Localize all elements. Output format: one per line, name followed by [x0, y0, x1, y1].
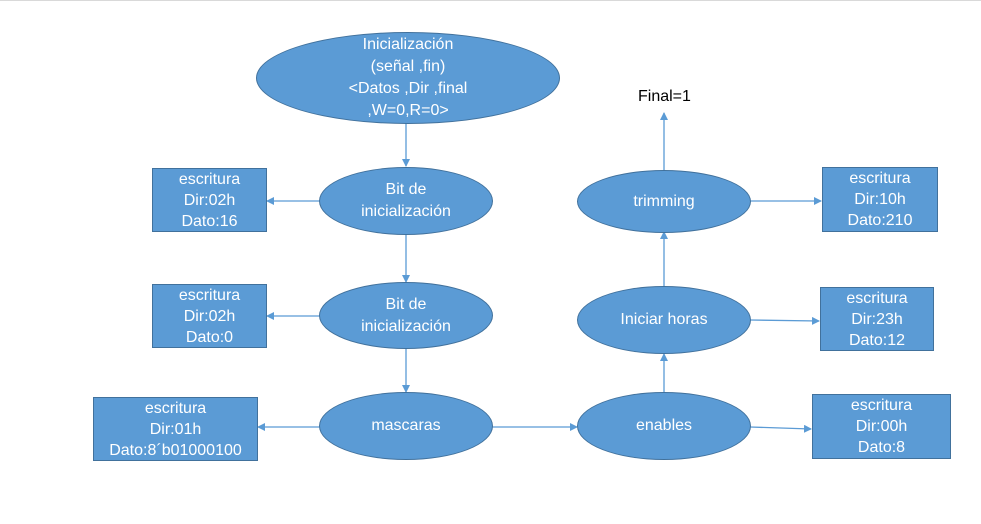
node-text-line: inicialización [361, 203, 451, 220]
node-enables: enables [577, 392, 751, 460]
node-text-line: ,W=0,R=0> [367, 102, 449, 119]
box-text-line: escritura [178, 286, 241, 304]
node-text-line: inicialización [361, 317, 451, 335]
box-text-line: Dato:0 [185, 328, 234, 346]
box-text-line: Dir:01h [149, 420, 202, 438]
write-box-3: escritura Dir:01h Dato:8´b01000100 [93, 397, 258, 461]
box-text-line: escritura [846, 289, 908, 307]
node-iniciar-horas: Iniciar horas [577, 286, 751, 354]
node-text-line: enables [635, 417, 693, 434]
arrow-iniciar-to-box5 [749, 316, 820, 325]
arrow-enables-to-box6 [749, 424, 812, 433]
box-text-line: Dir:23h [851, 310, 903, 328]
node-text-line: (señal ,fin) [370, 58, 446, 75]
node-text-line: Inicialización [362, 36, 454, 53]
node-bit-inicializacion-1: Bit de inicialización [319, 167, 493, 235]
box-text-line: Dato:8´b01000100 [109, 441, 242, 459]
box-text-line: Dato:16 [181, 212, 238, 230]
box-text-line: escritura [849, 170, 911, 187]
node-text-line: mascaras [371, 417, 441, 434]
box-text-line: Dir:02h [183, 191, 236, 209]
node-text-line: <Datos ,Dir ,final [348, 80, 468, 97]
top-border-line [0, 0, 981, 1]
node-mascaras: mascaras [319, 392, 493, 460]
write-box-2: escritura Dir:02h Dato:0 [152, 284, 267, 348]
box-text-line: escritura [178, 170, 241, 188]
box-text-line: escritura [144, 399, 207, 417]
box-text-line: Dato:8 [857, 439, 906, 456]
box-text-line: Dir:00h [855, 418, 908, 435]
node-text-line: Iniciar horas [620, 311, 708, 328]
write-box-5: escritura Dir:23h Dato:12 [820, 287, 934, 351]
box-text-line: Dato:210 [847, 212, 913, 229]
node-trimming: trimming [577, 170, 751, 233]
box-text-line: escritura [850, 397, 913, 414]
write-box-1: escritura Dir:02h Dato:16 [152, 168, 267, 232]
node-text-line: Bit de [385, 181, 427, 198]
node-bit-inicializacion-2: Bit de inicialización [319, 282, 493, 349]
box-text-line: Dir:10h [854, 191, 906, 208]
node-inicializacion: Inicialización (señal ,fin) <Datos ,Dir … [256, 32, 560, 124]
node-text-line: trimming [633, 192, 695, 210]
box-text-line: Dato:12 [848, 331, 906, 349]
write-box-6: escritura Dir:00h Dato:8 [812, 394, 951, 459]
box-text-line: Dir:02h [183, 307, 236, 325]
final-label: Final=1 [638, 88, 691, 105]
write-box-4: escritura Dir:10h Dato:210 [822, 167, 938, 232]
node-text-line: Bit de [385, 295, 427, 313]
